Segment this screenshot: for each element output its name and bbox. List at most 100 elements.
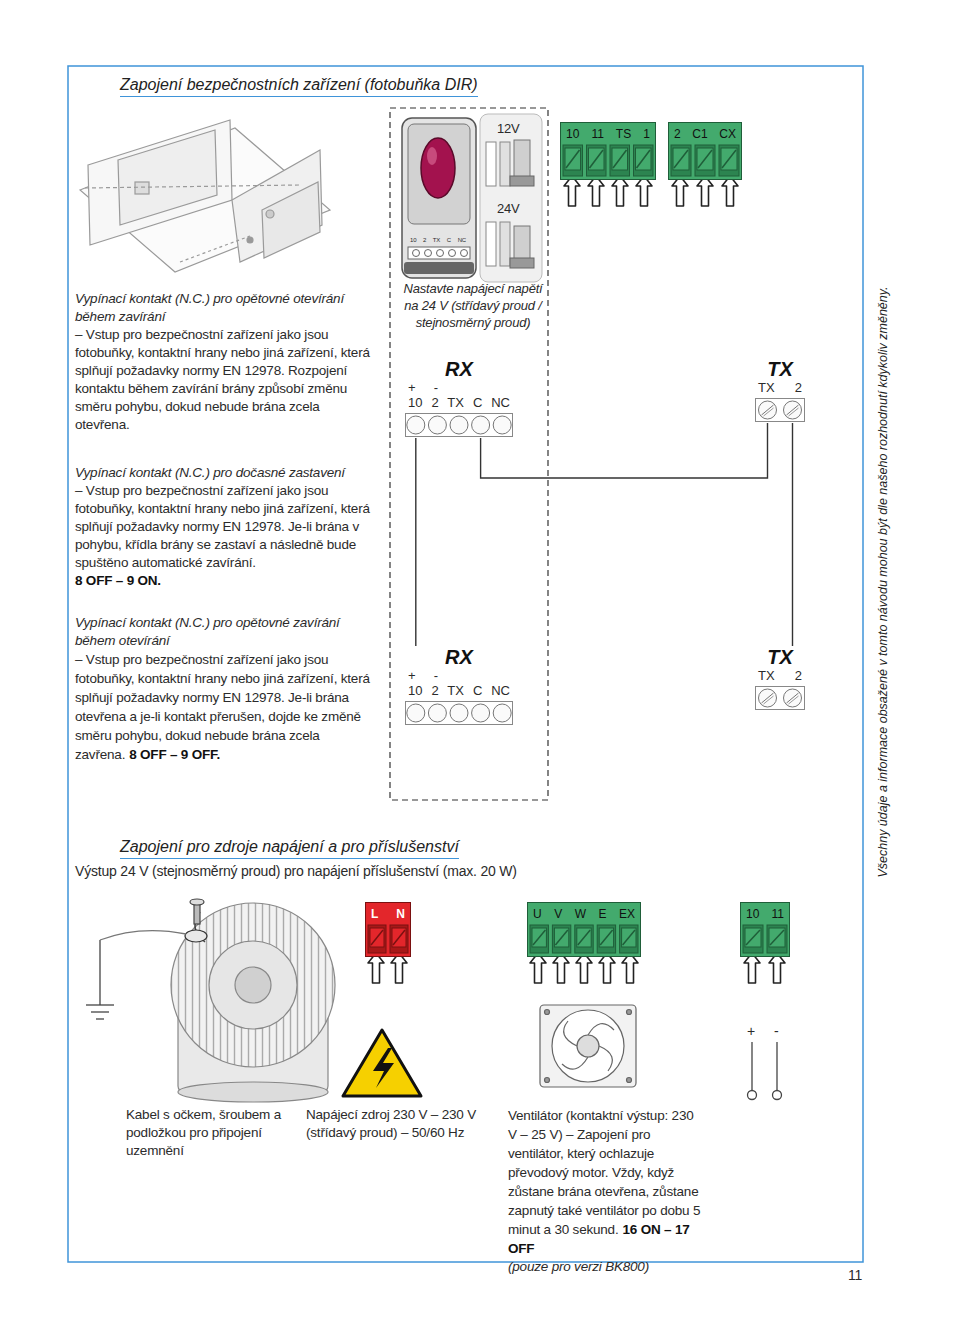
- screw-slot: [764, 408, 774, 416]
- drawing-part: [612, 176, 628, 206]
- strip-outline: [756, 399, 805, 422]
- screw-housing: [634, 145, 654, 176]
- jumper-illustration: [480, 114, 542, 282]
- terminal-screw: [407, 704, 425, 722]
- wire-arrows: [368, 176, 785, 983]
- caption: Kabel s očkem, šroubem a podložkou pro p…: [126, 1106, 291, 1160]
- drawing-part: [576, 953, 592, 983]
- screw-slot: [578, 930, 590, 945]
- screw-head: [532, 928, 546, 947]
- screw-slot: [764, 696, 774, 704]
- terminal-names: 10 2 TX C NC: [405, 395, 513, 410]
- terminal-screw: [428, 416, 446, 434]
- gate-illustration: [80, 120, 330, 272]
- drawing-part: [480, 114, 542, 282]
- drawing-part: [91, 1011, 109, 1012]
- drawing-part: [408, 247, 470, 259]
- device-label: TX: [755, 646, 805, 668]
- screw-housing: [563, 145, 583, 176]
- screw-slot: [789, 696, 799, 704]
- screw-slot: [789, 408, 799, 416]
- screw-row: [669, 144, 741, 178]
- text-column: Vypínací kontakt (N.C.) pro opětovné ote…: [75, 290, 377, 764]
- voltage-option: 12V: [497, 120, 537, 137]
- voltage-option: 24V: [497, 200, 537, 217]
- device-label: RX: [405, 358, 513, 380]
- terminal-strip: [755, 683, 805, 711]
- strip-outline: [756, 687, 805, 710]
- drawing-part: [748, 1091, 757, 1100]
- terminal-strip: [405, 410, 513, 438]
- drawing-part: [564, 176, 580, 206]
- terminal-names: TX 2: [755, 668, 805, 683]
- drawing-part: [722, 176, 738, 206]
- screw-row: [561, 144, 655, 178]
- drawing-part: [99, 940, 100, 1005]
- screw-row: [741, 924, 789, 955]
- screw-head: [554, 928, 568, 947]
- contact-heading: Vypínací kontakt (N.C.) pro dočasné zast…: [75, 464, 377, 482]
- drawing-part: [769, 953, 785, 983]
- contact-description: – Vstup pro bezpečnostní zařízení jako j…: [75, 326, 377, 434]
- drawing-part: [553, 953, 569, 983]
- drawing-part: [545, 1010, 550, 1015]
- screw-slot: [674, 150, 688, 168]
- drawing-part: [622, 953, 638, 983]
- screw-head: [565, 148, 581, 170]
- drawing-part: [413, 250, 420, 257]
- drawing-part: [627, 1078, 632, 1083]
- drawing-part: [588, 176, 604, 206]
- screw-head: [577, 928, 591, 947]
- wire: [415, 438, 416, 646]
- drawing-part: [190, 899, 204, 905]
- screw-slot: [770, 930, 784, 945]
- photocell-illustration: [402, 118, 476, 278]
- transmitter-terminals: TXTX 2: [755, 358, 805, 423]
- receiver-terminals: RX+ -10 2 TX C NC: [405, 358, 513, 438]
- screw-head: [599, 928, 613, 947]
- output-wires: [748, 1042, 782, 1100]
- drawing-part: [697, 176, 713, 206]
- screw-slot: [371, 930, 383, 945]
- screw-row: [528, 924, 640, 955]
- polarity-label: +: [747, 1022, 755, 1040]
- terminal-names: 10 11: [741, 903, 789, 923]
- screw-slot: [566, 150, 580, 168]
- screw-slot: [746, 930, 760, 945]
- warning-triangle: [343, 1030, 421, 1096]
- screw-housing: [390, 925, 408, 953]
- drawing-part: [461, 250, 468, 257]
- drawing-part: [500, 142, 510, 186]
- screw-head: [622, 928, 636, 947]
- contact-description: – Vstup pro bezpečnostní zařízení jako j…: [75, 482, 377, 572]
- strip-outline: [406, 702, 513, 725]
- page-number: 11: [848, 1266, 862, 1284]
- drawing-part: [118, 130, 217, 225]
- terminal-screw: [784, 689, 802, 707]
- screw-head: [721, 148, 737, 170]
- screw-housing: [671, 145, 691, 176]
- screw-housing: [719, 145, 739, 176]
- dip-setting: 8 OFF – 9 OFF.: [129, 747, 220, 762]
- device-label: RX: [405, 646, 513, 668]
- screw-slot: [393, 930, 405, 945]
- power-terminal-block: L N: [365, 902, 411, 957]
- screw-slot: [590, 150, 604, 168]
- screw-housing: [610, 145, 630, 176]
- drawing-part: [510, 258, 534, 268]
- screw-slot: [637, 150, 651, 168]
- pin-names: 10 2 TX C NC: [410, 236, 466, 244]
- drawing-part: [235, 967, 271, 1003]
- terminal-screw: [472, 704, 490, 722]
- drawing-part: [266, 210, 274, 218]
- section-heading: Zapojení pro zdroje napájení a pro přísl…: [120, 836, 459, 859]
- screw-housing: [368, 925, 386, 953]
- drawing-part: [88, 120, 232, 245]
- drawing-part: [744, 953, 760, 983]
- drawing-part: [391, 953, 407, 983]
- drawing-part: [343, 1030, 421, 1096]
- drawing-part: [514, 140, 530, 180]
- screw-housing: [695, 145, 715, 176]
- terminal-screw: [407, 416, 425, 434]
